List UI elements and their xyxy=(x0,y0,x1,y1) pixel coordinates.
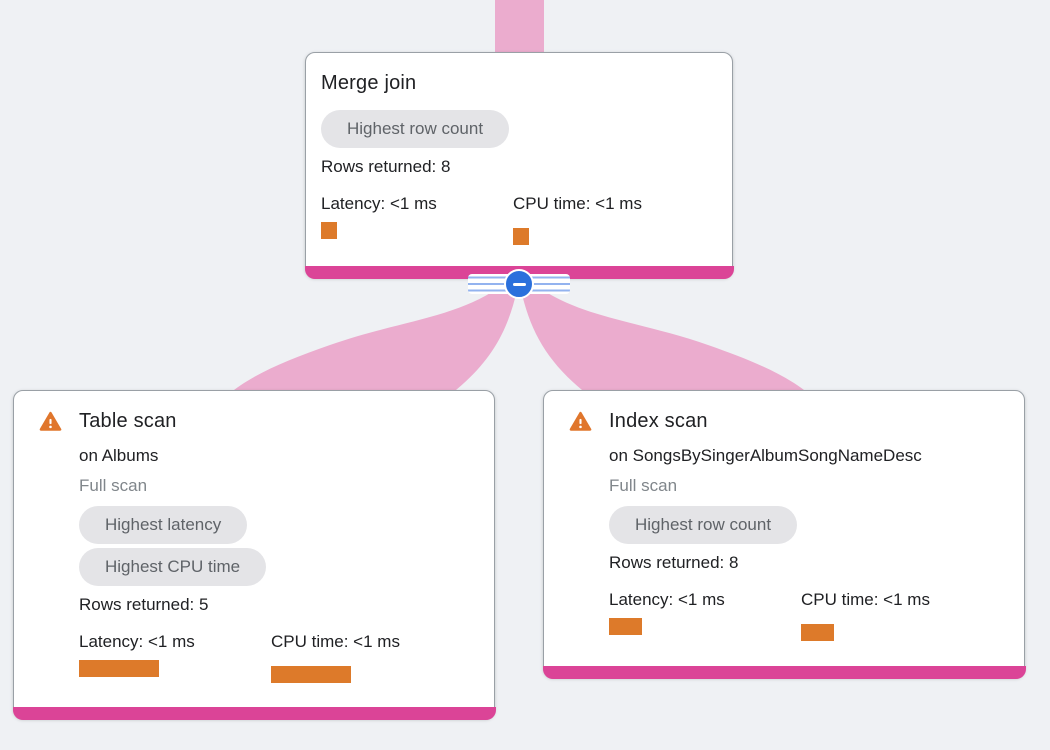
edge-parent-top xyxy=(495,0,544,57)
badge-highest-cpu-time: Highest CPU time xyxy=(79,548,267,586)
collapse-button[interactable] xyxy=(504,269,534,299)
badge-highest-row-count: Highest row count xyxy=(609,506,798,544)
latency-stat: Latency: <1 ms xyxy=(321,193,513,245)
minus-icon xyxy=(512,282,526,286)
node-title: Table scan xyxy=(79,410,177,432)
node-title: Merge join xyxy=(321,72,417,94)
rows-returned: Rows returned: 8 xyxy=(609,553,739,572)
latency-stat: Latency: <1 ms xyxy=(79,631,271,683)
latency-bar xyxy=(321,222,337,239)
node-accent-bar xyxy=(542,665,1026,679)
badge-highest-row-count: Highest row count xyxy=(321,110,510,148)
latency-label: Latency: <1 ms xyxy=(321,194,437,213)
cpu-time-stat: CPU time: <1 ms xyxy=(801,589,993,641)
cpu-time-label: CPU time: <1 ms xyxy=(801,590,930,609)
rows-returned: Rows returned: 5 xyxy=(79,595,209,614)
node-target: on SongsBySingerAlbumSongNameDesc xyxy=(609,446,922,465)
latency-bar xyxy=(609,618,642,635)
latency-stat: Latency: <1 ms xyxy=(609,589,801,641)
latency-bar xyxy=(79,660,159,677)
cpu-time-label: CPU time: <1 ms xyxy=(513,194,642,213)
plan-node-table-scan[interactable]: Table scan on Albums Full scan Highest l… xyxy=(12,390,496,720)
cpu-time-stat: CPU time: <1 ms xyxy=(513,193,705,245)
cpu-time-stat: CPU time: <1 ms xyxy=(271,631,463,683)
edge-to-index-scan xyxy=(521,288,804,390)
node-accent-bar xyxy=(12,706,496,720)
cpu-time-bar xyxy=(271,666,351,683)
warning-triangle-icon xyxy=(39,411,62,431)
latency-label: Latency: <1 ms xyxy=(609,590,725,609)
node-target: on Albums xyxy=(79,446,159,465)
cpu-time-bar xyxy=(513,228,529,245)
edge-to-table-scan xyxy=(234,288,517,390)
rows-returned: Rows returned: 8 xyxy=(321,157,451,176)
latency-label: Latency: <1 ms xyxy=(79,632,195,651)
node-scan-type: Full scan xyxy=(79,476,148,495)
cpu-time-bar xyxy=(801,624,834,641)
node-scan-type: Full scan xyxy=(609,476,678,495)
cpu-time-label: CPU time: <1 ms xyxy=(271,632,400,651)
node-title: Index scan xyxy=(609,410,708,432)
warning-triangle-icon xyxy=(569,411,592,431)
plan-node-index-scan[interactable]: Index scan on SongsBySingerAlbumSongName… xyxy=(542,390,1026,679)
badge-highest-latency: Highest latency xyxy=(79,506,248,544)
plan-node-merge-join[interactable]: Merge join Highest row count Rows return… xyxy=(304,52,734,279)
